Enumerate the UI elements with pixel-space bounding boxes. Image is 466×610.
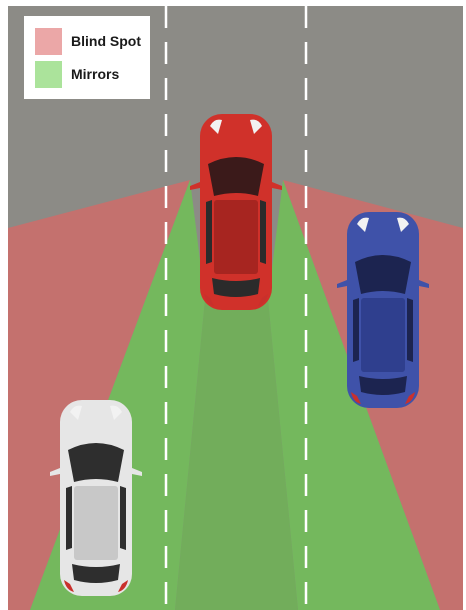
legend: Blind Spot Mirrors: [24, 16, 150, 99]
blue-car: [337, 212, 429, 408]
legend-label-blind-spot: Blind Spot: [71, 33, 141, 49]
red-car: [190, 114, 282, 310]
mirrors-swatch: [35, 61, 62, 88]
legend-item-mirrors: Mirrors: [35, 60, 119, 88]
legend-item-blind-spot: Blind Spot: [35, 27, 141, 55]
blind-spot-swatch: [35, 28, 62, 55]
legend-label-mirrors: Mirrors: [71, 66, 119, 82]
white-car: [50, 400, 142, 596]
